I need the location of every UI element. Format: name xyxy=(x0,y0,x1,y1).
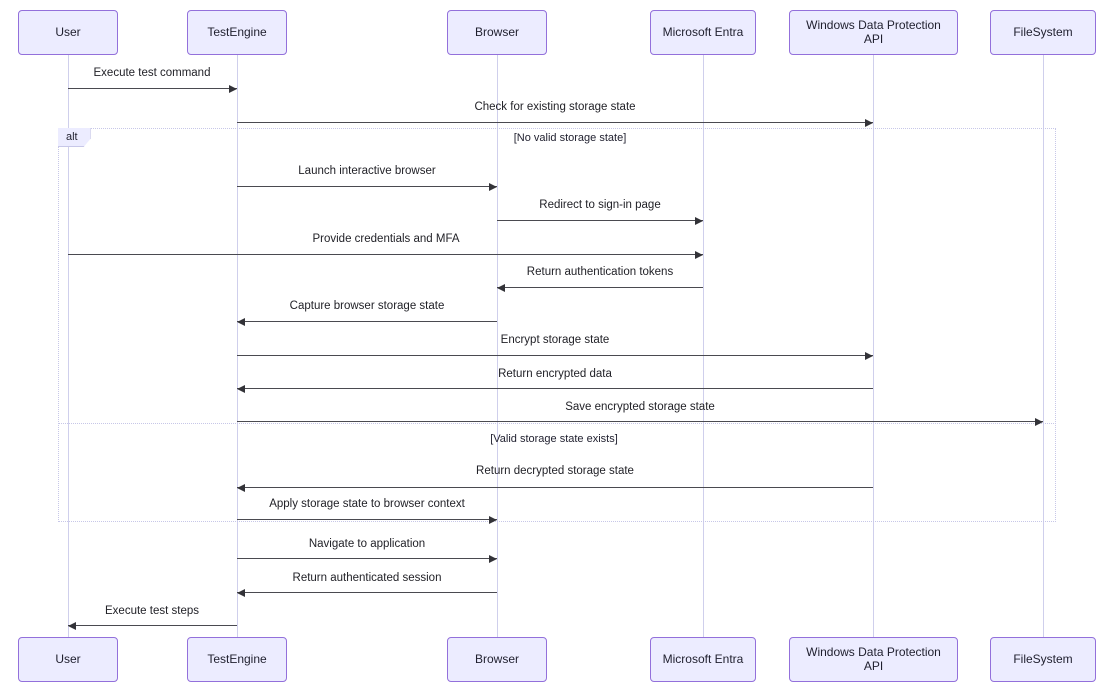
message-label-m8: Encrypt storage state xyxy=(500,334,610,346)
participant-top-browser[interactable]: Browser xyxy=(447,10,547,55)
message-label-m15: Execute test steps xyxy=(105,605,199,617)
message-arrowhead-m9 xyxy=(237,384,245,393)
message-arrowhead-m11 xyxy=(237,483,245,492)
alt-fragment-label: alt xyxy=(58,128,91,148)
participant-bottom-testengine[interactable]: TestEngine xyxy=(187,637,287,682)
message-arrowhead-m15 xyxy=(68,621,76,630)
message-label-m6: Return authentication tokens xyxy=(526,266,674,278)
message-line-m5 xyxy=(68,254,703,255)
message-line-m9 xyxy=(237,388,873,389)
message-line-m3 xyxy=(237,186,497,187)
message-label-m7: Capture browser storage state xyxy=(289,300,445,312)
alt-fragment xyxy=(58,128,1056,522)
lifeline-testengine xyxy=(237,55,238,637)
participant-top-user[interactable]: User xyxy=(18,10,118,55)
participant-bottom-user[interactable]: User xyxy=(18,637,118,682)
message-line-m12 xyxy=(237,519,497,520)
message-line-m13 xyxy=(237,558,497,559)
alt-branch-condition-1: [Valid storage state exists] xyxy=(490,433,618,445)
message-label-m3: Launch interactive browser xyxy=(298,165,436,177)
lifeline-entra xyxy=(703,55,704,637)
message-label-m2: Check for existing storage state xyxy=(474,101,636,113)
participant-bottom-entra[interactable]: Microsoft Entra xyxy=(650,637,756,682)
message-label-m1: Execute test command xyxy=(93,67,211,79)
message-line-m11 xyxy=(237,487,873,488)
message-label-m12: Apply storage state to browser context xyxy=(269,498,465,510)
message-arrowhead-m6 xyxy=(497,283,505,292)
message-arrowhead-m14 xyxy=(237,588,245,597)
lifeline-dpapi xyxy=(873,55,874,637)
participant-bottom-browser[interactable]: Browser xyxy=(447,637,547,682)
message-label-m14: Return authenticated session xyxy=(292,572,442,584)
message-label-m4: Redirect to sign-in page xyxy=(539,199,661,211)
lifeline-user xyxy=(68,55,69,637)
message-arrowhead-m8 xyxy=(865,351,873,360)
message-arrowhead-m4 xyxy=(695,216,703,225)
lifeline-filesystem xyxy=(1043,55,1044,637)
participant-top-testengine[interactable]: TestEngine xyxy=(187,10,287,55)
message-label-m13: Navigate to application xyxy=(308,538,426,550)
message-line-m10 xyxy=(237,421,1043,422)
message-label-m9: Return encrypted data xyxy=(498,368,612,380)
message-line-m7 xyxy=(237,321,497,322)
message-arrowhead-m1 xyxy=(229,84,237,93)
message-arrowhead-m2 xyxy=(865,118,873,127)
participant-bottom-filesystem[interactable]: FileSystem xyxy=(990,637,1096,682)
message-arrowhead-m7 xyxy=(237,317,245,326)
message-label-m10: Save encrypted storage state xyxy=(565,401,715,413)
message-label-m11: Return decrypted storage state xyxy=(476,465,634,477)
message-arrowhead-m13 xyxy=(489,554,497,563)
message-arrowhead-m3 xyxy=(489,182,497,191)
message-arrowhead-m10 xyxy=(1035,417,1043,426)
lifeline-browser xyxy=(497,55,498,637)
message-line-m15 xyxy=(68,625,237,626)
participant-top-entra[interactable]: Microsoft Entra xyxy=(650,10,756,55)
message-line-m8 xyxy=(237,355,873,356)
message-line-m14 xyxy=(237,592,497,593)
message-arrowhead-m12 xyxy=(489,515,497,524)
message-label-m5: Provide credentials and MFA xyxy=(312,233,460,245)
participant-top-filesystem[interactable]: FileSystem xyxy=(990,10,1096,55)
participant-bottom-dpapi[interactable]: Windows Data Protection API xyxy=(789,637,958,682)
message-arrowhead-m5 xyxy=(695,250,703,259)
alt-fragment-divider xyxy=(58,423,1056,424)
message-line-m1 xyxy=(68,88,237,89)
alt-branch-condition-0: [No valid storage state] xyxy=(513,132,627,144)
message-line-m4 xyxy=(497,220,703,221)
message-line-m2 xyxy=(237,122,873,123)
participant-top-dpapi[interactable]: Windows Data Protection API xyxy=(789,10,958,55)
message-line-m6 xyxy=(497,287,703,288)
